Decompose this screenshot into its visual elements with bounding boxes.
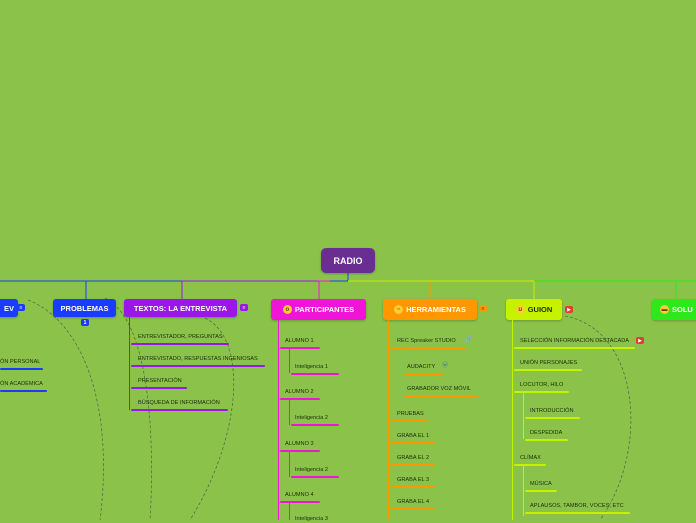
herramientas-leaf-6[interactable]: GRABA EL 2 <box>397 455 430 461</box>
branch-node-guion[interactable]: ʊ GUION <box>506 299 562 320</box>
herramientas-leaf-3[interactable]: GRABADOR VOZ MÓVIL <box>407 386 472 392</box>
notes-icon[interactable]: ≡ <box>17 304 25 311</box>
cv-leaf-1[interactable]: ÓN PERSONAL <box>0 359 41 365</box>
participantes-leaf-8[interactable]: Inteligencia 3 <box>295 516 328 522</box>
textos-leaf-4[interactable]: BÚSQUEDA DE INFORMACIÓN <box>138 400 220 406</box>
participantes-leaf-4[interactable]: Inteligencia 2 <box>295 415 328 421</box>
connector-root-cv <box>0 273 349 282</box>
notes-icon[interactable]: ≡ <box>240 304 248 311</box>
connector-root-guion <box>348 280 535 299</box>
herramientas-leaf-1[interactable]: REC Spreaker STUDIO <box>397 338 456 344</box>
surprised-face-icon: o <box>282 305 292 314</box>
participantes-leaf-5[interactable]: ALUMNO 3 <box>285 441 314 447</box>
herramientas-leaf-5[interactable]: GRABA EL 1 <box>397 433 430 439</box>
relation-curve-1 <box>27 299 104 520</box>
participantes-leaf-1[interactable]: ALUMNO 1 <box>285 338 314 344</box>
branch-label-problemas: PROBLEMAS <box>60 303 109 313</box>
branch-node-participantes[interactable]: o PARTICIPANTES <box>271 299 366 320</box>
textos-leaf-1[interactable]: ENTREVISTADOR, PREGUNTAS <box>138 334 223 340</box>
branch-label-participantes: PARTICIPANTES <box>294 305 355 314</box>
participantes-leaf-7[interactable]: ALUMNO 4 <box>285 492 314 498</box>
herramientas-leaf-2[interactable]: AUDACITY <box>407 364 436 370</box>
participantes-leaf-6[interactable]: Inteligencia 2 <box>295 467 328 473</box>
branch-label-textos: TEXTOS: LA ENTREVISTA <box>133 303 228 313</box>
smiling-face-icon: ᵕ <box>394 305 404 314</box>
herramientas-leaf-4[interactable]: PRUEBAS <box>397 411 424 417</box>
guion-leaf-6[interactable]: CLÍMAX <box>520 455 541 461</box>
notes-icon[interactable]: ≡ <box>479 305 487 312</box>
branch-node-cv[interactable]: EV <box>0 299 18 317</box>
cv-leaf-2[interactable]: ÓN ACADÉMICA <box>0 381 43 387</box>
grimacing-face-icon: ʊ <box>515 305 525 314</box>
participantes-leaf-2[interactable]: Inteligencia 1 <box>295 364 328 370</box>
root-node-radio[interactable]: RADIO <box>321 248 375 273</box>
guion-leaf-5[interactable]: DESPEDIDA <box>530 430 563 436</box>
sunglasses-face-icon: ▬ <box>660 305 669 314</box>
youtube-icon[interactable]: ▶ <box>636 337 644 344</box>
link-icon[interactable]: 🔗 <box>464 337 472 343</box>
herramientas-leaf-8[interactable]: GRABA EL 4 <box>397 499 430 505</box>
youtube-icon[interactable]: ▶ <box>565 306 573 313</box>
guion-leaf-3[interactable]: LOCUTOR, HILO <box>520 382 564 388</box>
relation-curve-4 <box>564 315 632 520</box>
guion-leaf-4[interactable]: INTRODUCCIÓN <box>530 408 574 414</box>
guion-leaf-8[interactable]: APLAUSOS, TAMBOR, VOCES, ETC <box>530 503 624 509</box>
herramientas-leaf-7[interactable]: GRABA EL 3 <box>397 477 430 483</box>
branch-node-herramientas[interactable]: ᵕ HERRAMIENTAS <box>383 299 477 320</box>
comment-count-badge[interactable]: 1 <box>81 319 89 326</box>
participantes-leaf-3[interactable]: ALUMNO 2 <box>285 389 314 395</box>
branch-node-problemas[interactable]: PROBLEMAS <box>53 299 116 317</box>
guion-leaf-2[interactable]: UNIÓN PERSONAJES <box>520 360 578 366</box>
connector-root-participantes <box>318 280 330 299</box>
branch-node-textos[interactable]: TEXTOS: LA ENTREVISTA <box>124 299 237 317</box>
relation-curve-3 <box>189 317 235 520</box>
textos-leaf-2[interactable]: ENTREVISTADO, RESPUESTAS INGENIOSAS <box>138 356 258 362</box>
branch-label-herramientas: HERRAMIENTAS <box>406 305 466 314</box>
guion-leaf-1[interactable]: SELECCIÓN INFORMACIÓN DESTACADA <box>520 338 629 344</box>
root-label: RADIO <box>333 255 363 266</box>
branch-label-guion: GUION <box>527 305 553 314</box>
connector-root-problemas <box>85 280 330 299</box>
textos-leaf-3[interactable]: PRESENTACIÓN <box>138 378 182 384</box>
connector-root-textos <box>181 280 330 299</box>
guion-leaf-7[interactable]: MÚSICA <box>530 481 552 487</box>
connector-root-herramientas <box>348 280 431 299</box>
branch-node-soluciones[interactable]: ▬ SOLU <box>652 299 696 320</box>
branch-label-cv: EV <box>3 303 14 313</box>
branch-label-soluciones: SOLU <box>672 305 693 314</box>
wordpress-icon[interactable]: ⓦ <box>442 363 449 369</box>
